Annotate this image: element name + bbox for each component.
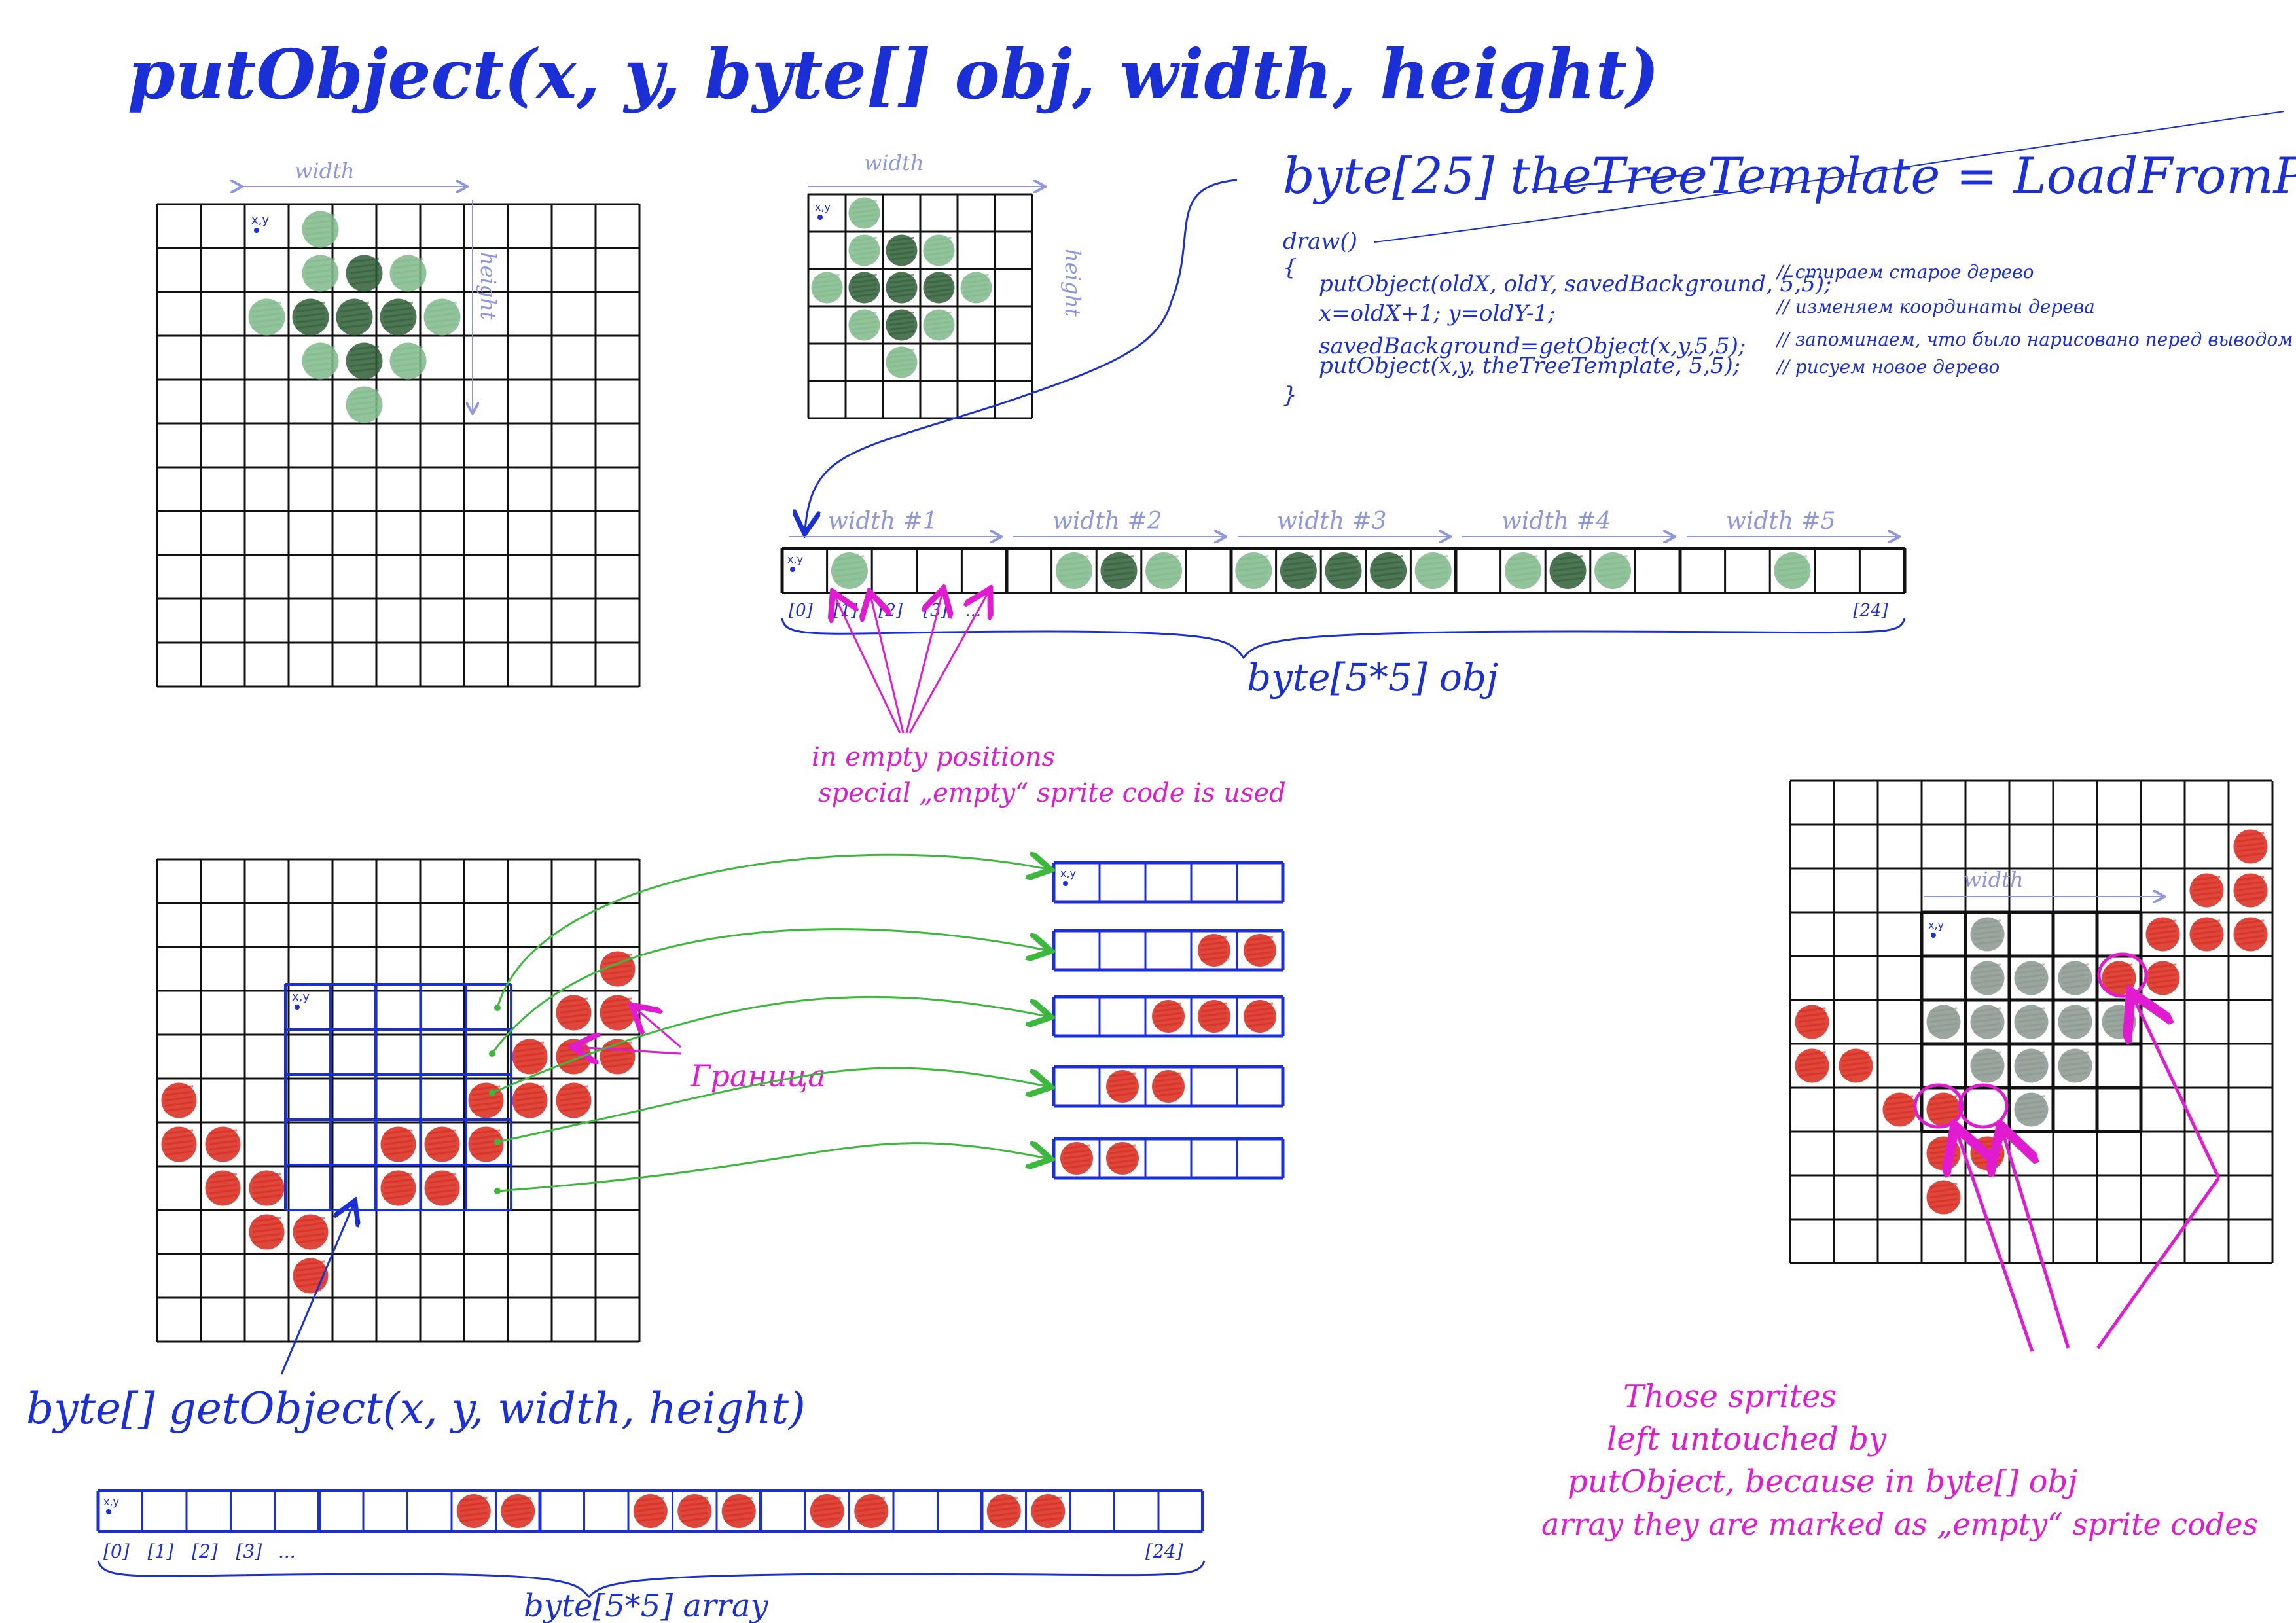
width-label-br: width [1964, 867, 2024, 892]
index-label: [2] [878, 601, 903, 620]
obj-byte-strip: x,y width #1 width #2 width #3 width #4 width… [780, 508, 1907, 620]
svg-text:putObject, because in byte[] o: putObject, because in byte[] obj [1568, 1463, 2077, 1500]
template-to-strip-arrow [805, 179, 1238, 530]
xy-marker: x,y [1928, 919, 1944, 931]
index-label: [24] [1853, 601, 1888, 620]
index-label: [2] [192, 1541, 218, 1562]
untouched-note: Those sprites left untouched by putObjec… [1541, 1378, 2258, 1542]
svg-text:Those sprites: Those sprites [1623, 1378, 1837, 1415]
svg-text:special „empty“ sprite code is: special „empty“ sprite code is used [818, 778, 1286, 808]
strip-caption: byte[5*5] obj [1247, 655, 1498, 700]
xy-marker: x,y [1060, 867, 1076, 880]
row-extract-arrows [489, 855, 1047, 1194]
untouched-circles [1913, 952, 2148, 1129]
svg-text:array they are marked as „empt: array they are marked as „empty“ sprite … [1541, 1507, 2258, 1542]
width-label-tl: width [295, 158, 355, 183]
border-arrows [576, 1008, 681, 1054]
index-label: [1] [148, 1541, 174, 1562]
index-label: [24] [1145, 1541, 1183, 1562]
xy-marker: x,y [787, 553, 803, 565]
row-width-label: width #1 [828, 508, 938, 535]
row-width-label: width #4 [1501, 508, 1611, 535]
svg-text:left untouched by: left untouched by [1607, 1421, 1887, 1457]
empty-positions-note: in empty positions special „empty“ sprit… [812, 742, 1286, 808]
extracted-rows: x,y [1052, 861, 1285, 1180]
height-label-tpl: height [1060, 249, 1085, 317]
code-line: putObject(x,y, theTreeTemplate, 5,5); [1319, 353, 1740, 379]
screen-grid-tree: x,y [156, 203, 641, 688]
row-width-label: width #5 [1726, 508, 1836, 535]
code-declaration: byte[25] theTreeTemplate = LoadFromPng..… [1283, 147, 2296, 205]
xy-marker: x,y [251, 213, 269, 227]
array-caption: byte[5*5] array [524, 1588, 768, 1623]
index-label: [0] [789, 601, 814, 620]
screen-grid-background: x,y [156, 858, 641, 1343]
height-label-tl: height [476, 252, 501, 320]
xy-marker: x,y [292, 990, 310, 1004]
index-label: [3] [236, 1541, 262, 1562]
code-comment: // стираем старое дерево [1775, 261, 2034, 283]
untouched-arrows [1957, 998, 2221, 1352]
getobject-signature: byte[] getObject(x, y, width, height) [26, 1383, 806, 1434]
code-comment: // изменяем координаты дерева [1775, 296, 2095, 317]
empty-pointer-arrows [834, 592, 988, 734]
index-label: [0] [103, 1541, 130, 1562]
svg-text:in empty positions: in empty positions [812, 742, 1055, 772]
index-label: ... [278, 1541, 296, 1562]
xy-marker: x,y [815, 201, 831, 213]
tree-template-grid: x,y [807, 193, 1033, 419]
row-width-label: width #3 [1277, 508, 1387, 535]
code-block: draw(){ putObject(oldX, oldY, savedBackgr… [1283, 228, 2293, 408]
code-comment: // рисуем новое дерево [1775, 356, 2000, 378]
code-comment: // запоминаем, что было нарисовано перед… [1775, 329, 2293, 350]
code-line: x=oldX+1; y=oldY-1; [1319, 300, 1555, 327]
code-line: } [1283, 382, 1297, 408]
screen-grid-result: x,y [1789, 779, 2274, 1264]
code-line: savedBackground=getObject(x,y,5,5); [1319, 333, 1746, 359]
width-label-tpl: width [864, 151, 924, 175]
page-title: putObject(x, y, byte[] obj, width, heigh… [128, 34, 1659, 115]
code-line: draw() [1283, 228, 1357, 255]
code-line: putObject(oldX, oldY, savedBackground, 5… [1319, 271, 1831, 297]
row-width-label: width #2 [1052, 508, 1162, 535]
array-byte-strip: x,y [0] [1] [2] [3]... [24] [96, 1489, 1204, 1562]
xy-marker: x,y [103, 1495, 119, 1508]
code-line: { [1283, 255, 1297, 281]
